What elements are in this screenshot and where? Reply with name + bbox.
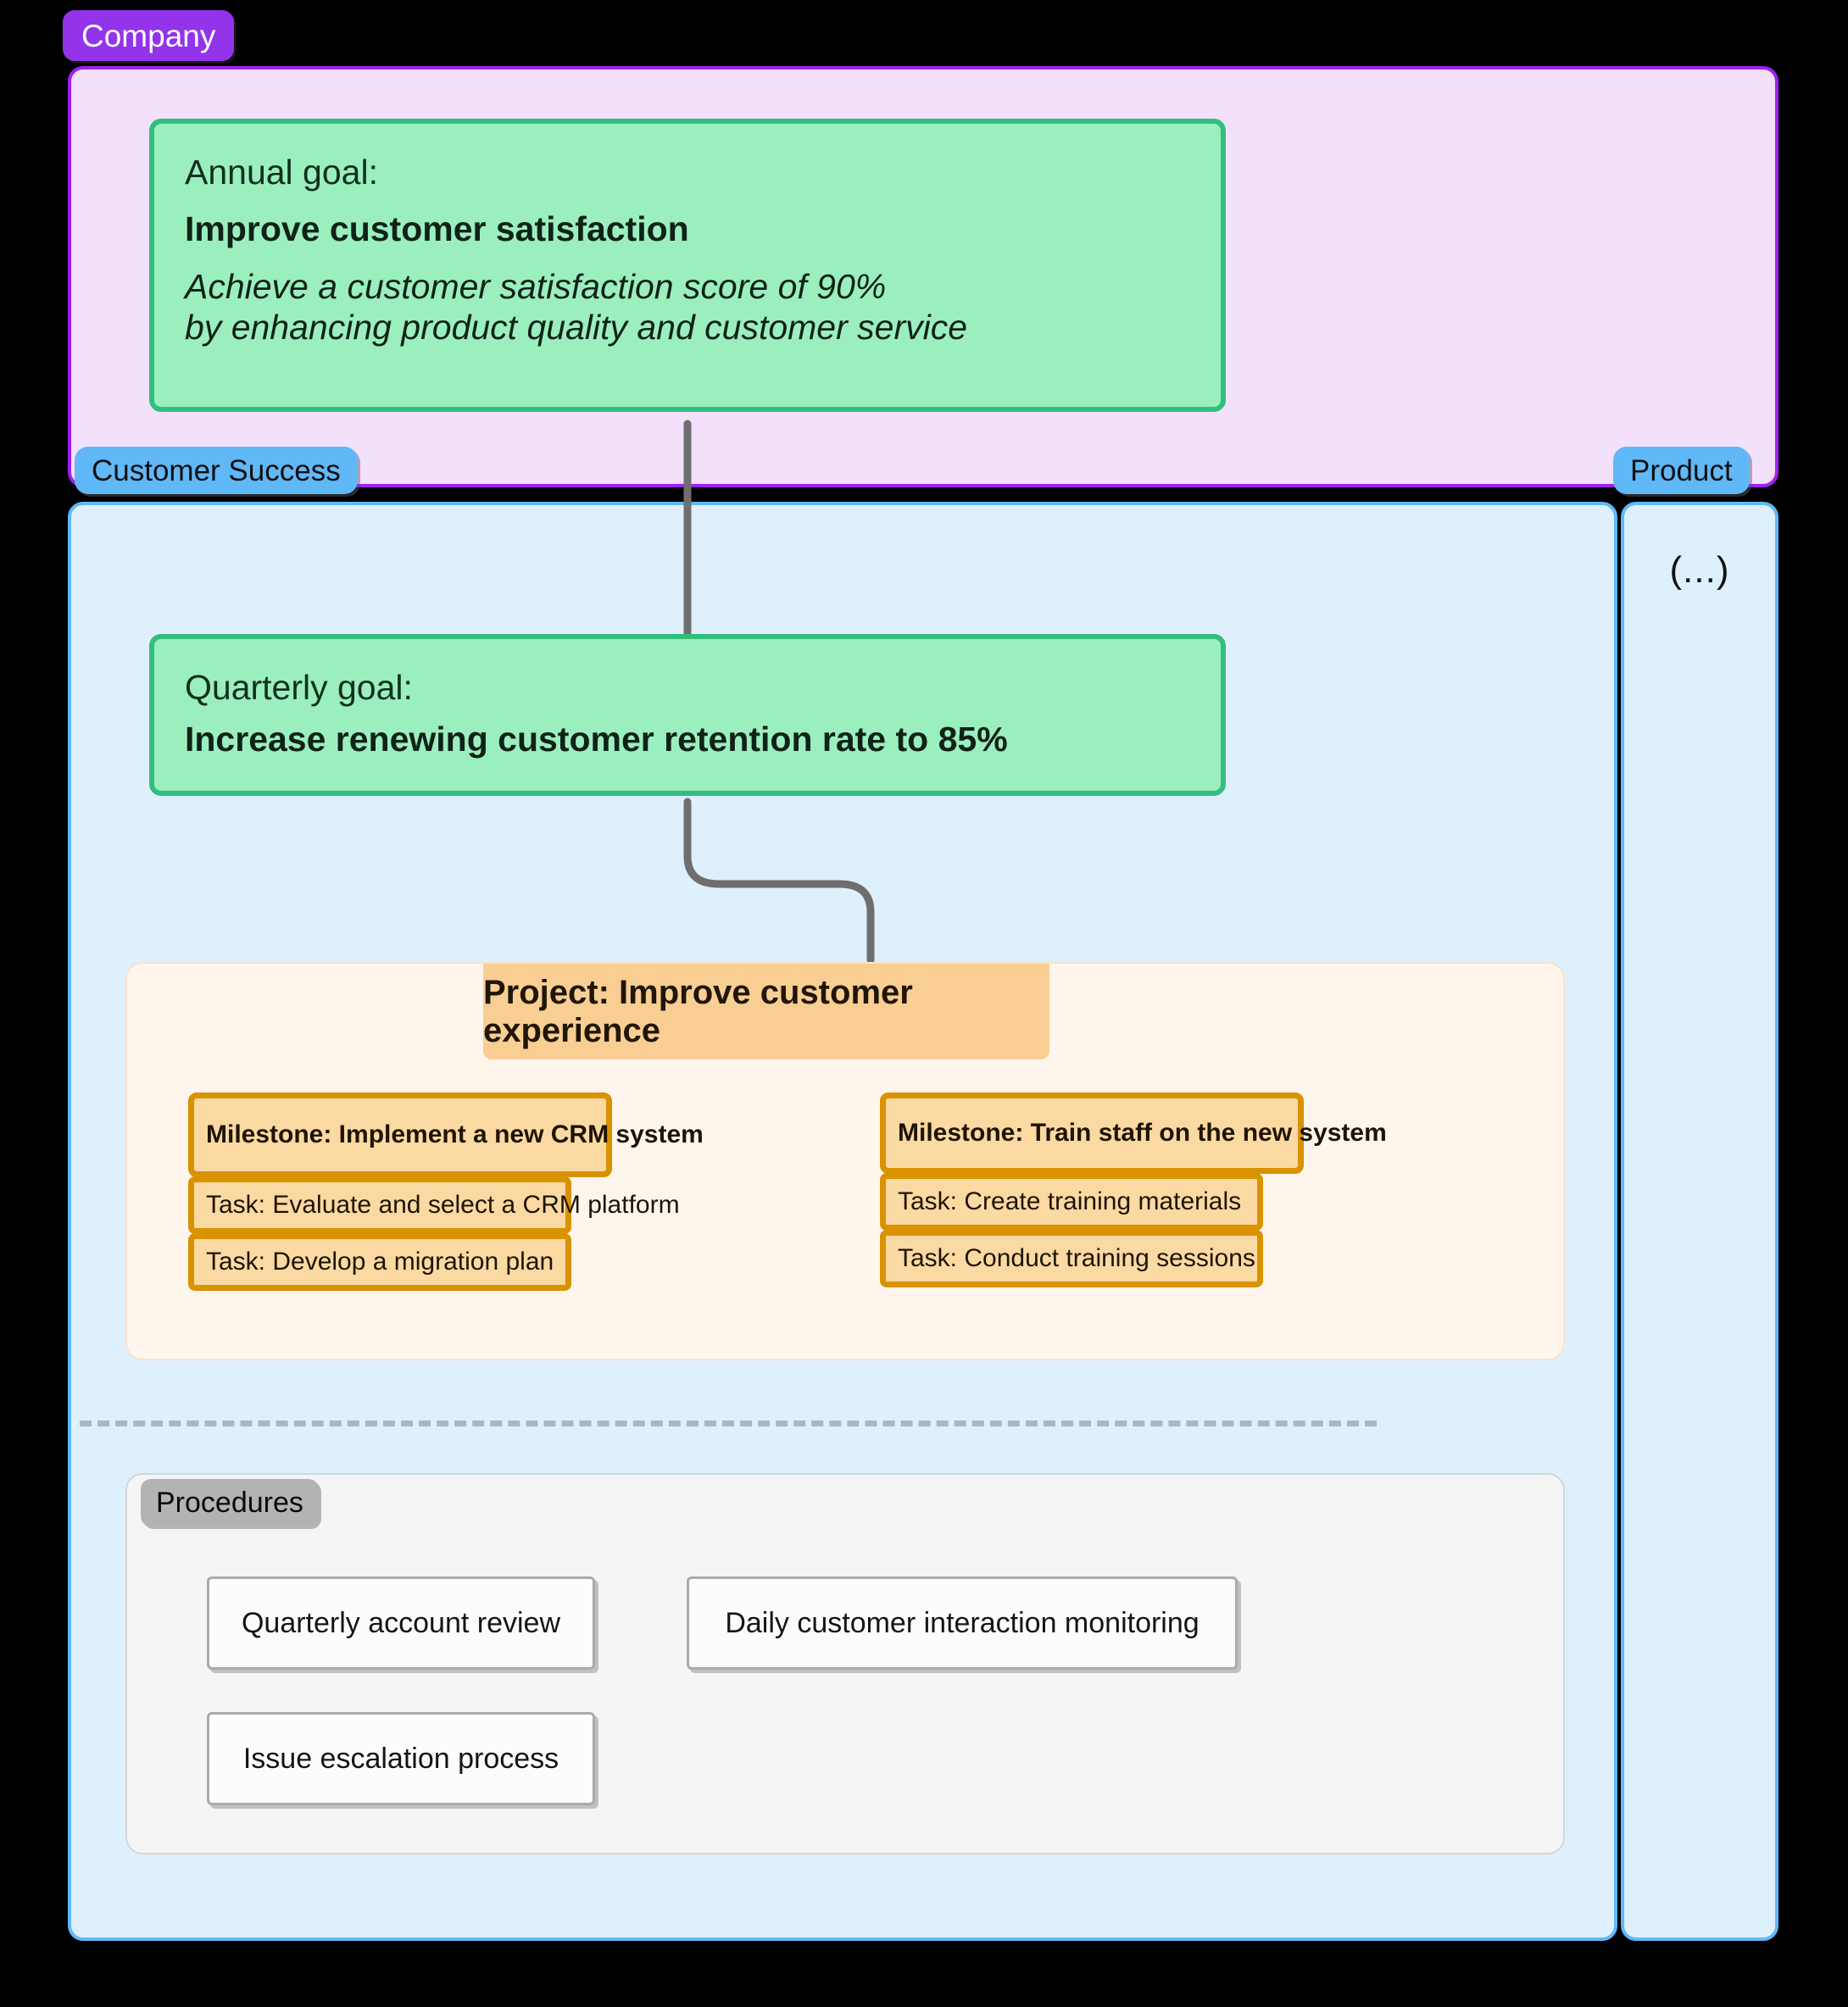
annual-goal-description-line-2: by enhancing product quality and custome… [185, 308, 968, 347]
task-card[interactable]: Task: Conduct training sessions [880, 1230, 1263, 1287]
procedures-label: Procedures [141, 1479, 319, 1526]
annual-goal-description-line-1: Achieve a customer satisfaction score of… [185, 267, 887, 306]
milestone-card[interactable]: Milestone: Train staff on the new system [880, 1092, 1387, 1174]
task-card[interactable]: Task: Create training materials [880, 1173, 1263, 1231]
milestone-group-2: Milestone: Train staff on the new system… [880, 1092, 1387, 1287]
team-container-product: (...) [1621, 502, 1778, 1941]
milestone-group-1: Milestone: Implement a new CRM system Ta… [188, 1092, 704, 1291]
product-ellipsis: (...) [1669, 549, 1730, 591]
project-header[interactable]: Project: Improve customer experience [483, 964, 1049, 1059]
procedures-panel: Quarterly account review Daily customer … [125, 1473, 1565, 1854]
milestone-card[interactable]: Milestone: Implement a new CRM system [188, 1092, 704, 1177]
team-label-product: Product [1613, 447, 1750, 494]
annual-goal-title: Improve customer satisfaction [185, 209, 689, 248]
team-label-customer-success: Customer Success [75, 447, 358, 494]
annual-goal-card[interactable]: Annual goal: Improve customer satisfacti… [149, 119, 1226, 412]
procedure-card[interactable]: Issue escalation process [207, 1712, 595, 1805]
quarterly-goal-title: Increase renewing customer retention rat… [185, 720, 1008, 759]
company-label: Company [63, 10, 235, 61]
quarterly-goal-kicker: Quarterly goal: [185, 668, 413, 707]
quarterly-goal-card[interactable]: Quarterly goal: Increase renewing custom… [149, 634, 1226, 796]
task-card[interactable]: Task: Develop a migration plan [188, 1233, 571, 1291]
task-card[interactable]: Task: Evaluate and select a CRM platform [188, 1176, 680, 1234]
procedure-card[interactable]: Daily customer interaction monitoring [687, 1576, 1238, 1670]
project-panel: Project: Improve customer experience Mil… [125, 962, 1565, 1360]
annual-goal-kicker: Annual goal: [185, 153, 378, 192]
section-divider [80, 1420, 1377, 1426]
procedure-card[interactable]: Quarterly account review [207, 1576, 595, 1670]
